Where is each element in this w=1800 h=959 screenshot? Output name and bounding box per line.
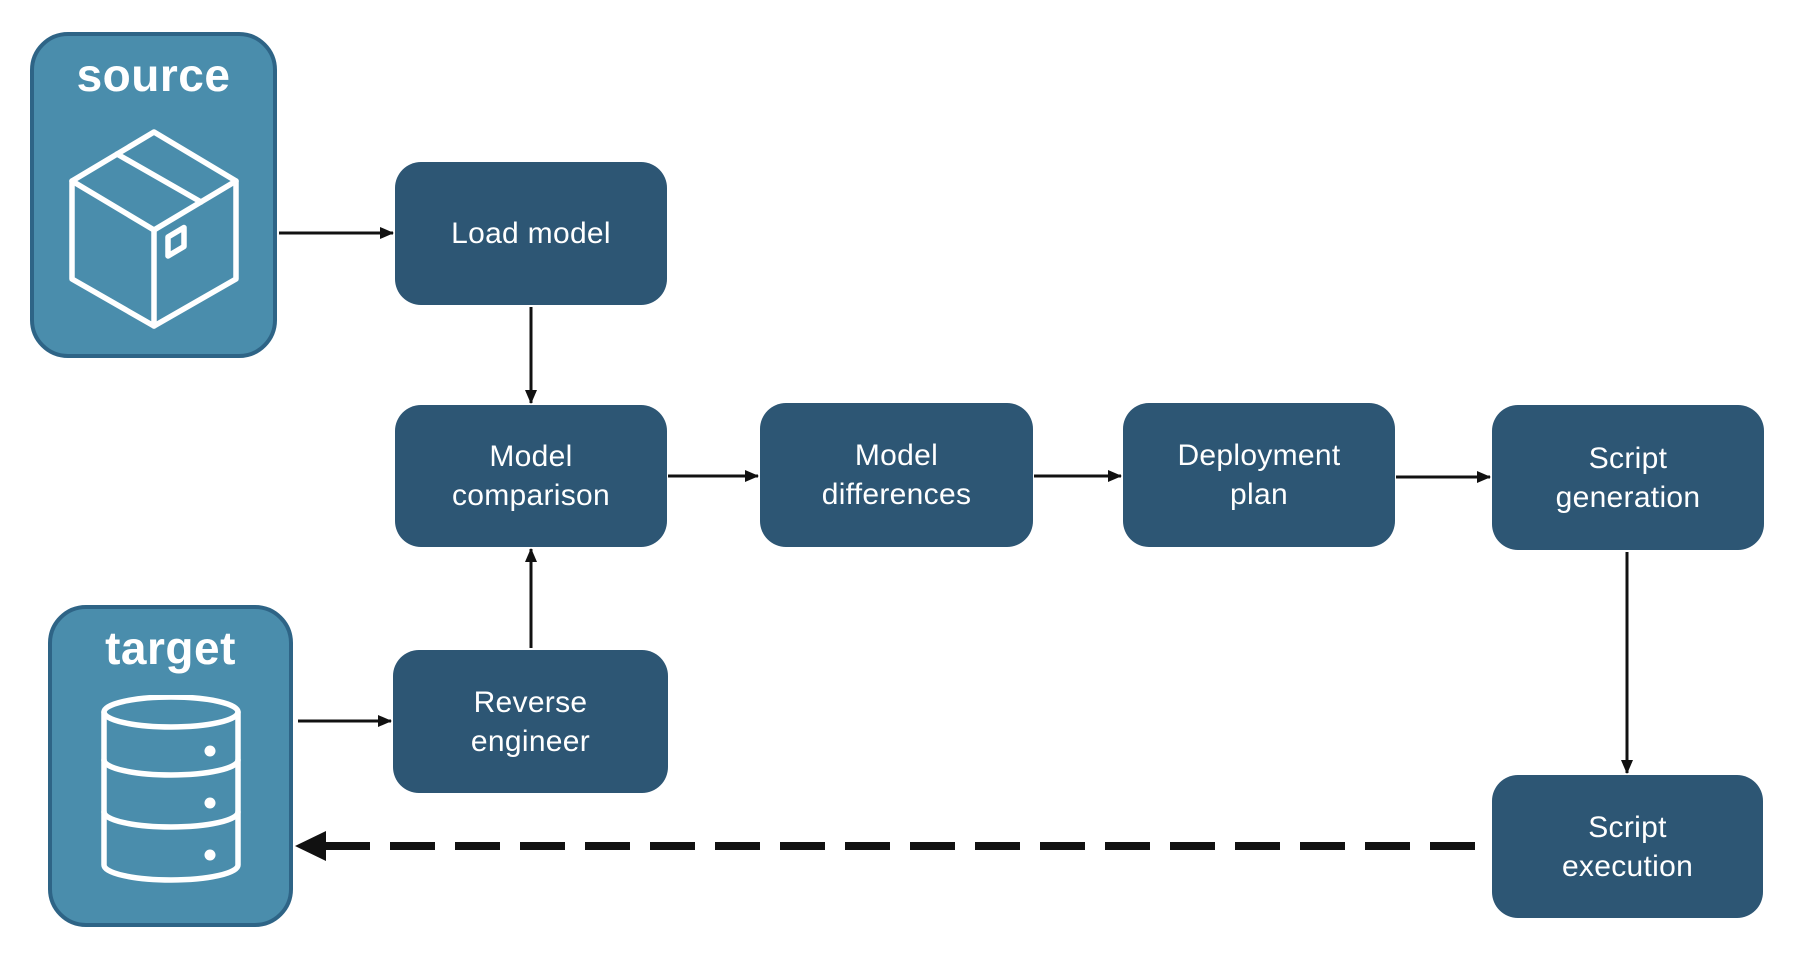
source-endpoint: source [30,32,277,358]
node-load-model: Load model [395,162,667,305]
node-reverse-engineer: Reverse engineer [393,650,668,793]
dashed-arrowhead [295,831,326,861]
database-icon [100,695,241,883]
node-label: Reverse engineer [470,685,591,758]
node-label: Model differences [821,439,972,511]
node-model-differences: Model differences [760,403,1033,547]
node-script-execution: Script execution [1492,775,1763,918]
package-box-icon [68,129,239,329]
node-label: Script generation [1555,441,1701,514]
node-deployment-plan: Deployment plan [1123,403,1395,547]
node-label: Load model [451,217,611,250]
node-label: Deployment plan [1177,439,1341,511]
source-label: source [76,49,231,101]
target-endpoint: target [48,605,293,927]
target-label: target [105,622,236,674]
node-model-comparison: Model comparison [395,405,667,547]
node-label: Model comparison [451,440,611,512]
node-label: Script execution [1561,810,1694,883]
node-script-generation: Script generation [1492,405,1764,550]
